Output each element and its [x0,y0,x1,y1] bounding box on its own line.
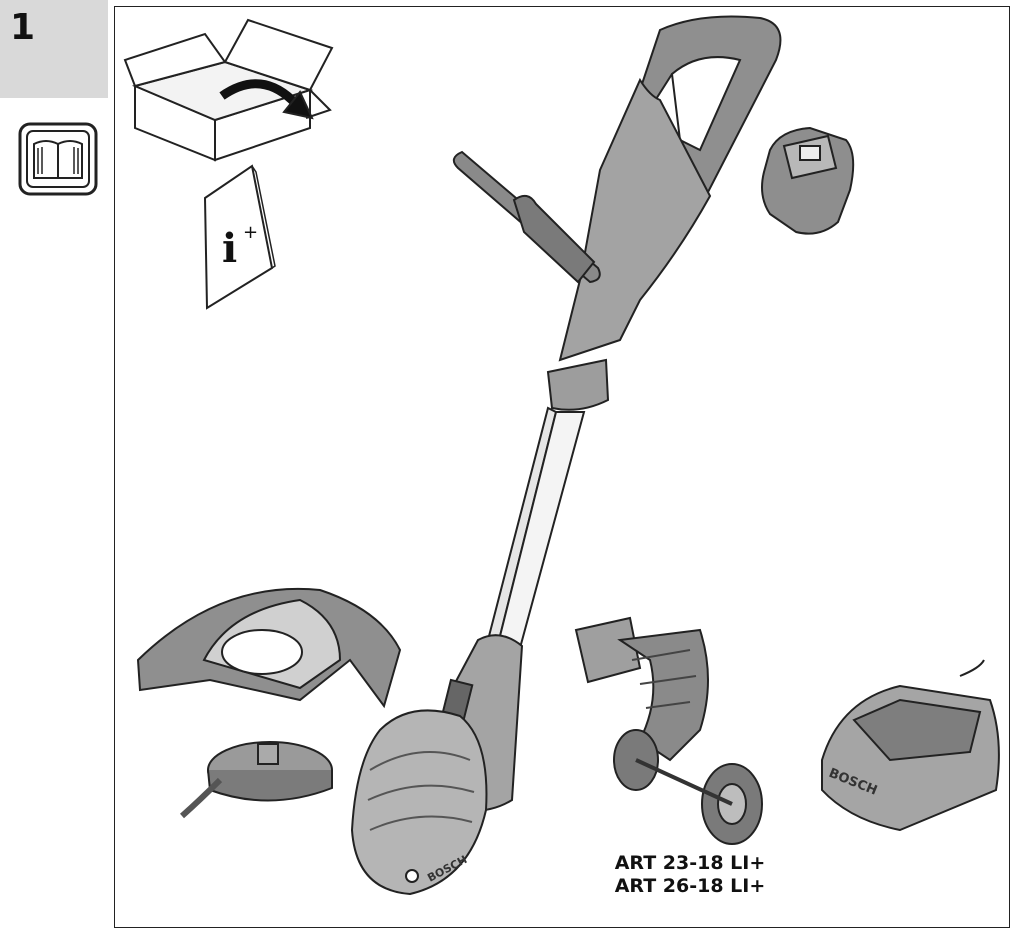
grass-trimmer: BOSCH [350,15,782,896]
model-label-art-26: ART 26-18 LI+ [614,875,766,897]
battery-pack [761,126,855,235]
info-leaflet-icon: i + [203,164,276,310]
unpack-box-icon [123,18,334,162]
illustration-frame [114,6,1010,928]
model-label-art-23: ART 23-18 LI+ [614,852,766,874]
info-plus: + [243,222,258,243]
wheel-attachment [574,616,763,845]
step-number: 1 [10,7,36,48]
step-number-panel: 1 [0,0,108,98]
model-labels: ART 23-18 LI+ ART 26-18 LI+ [590,852,790,898]
protective-guard [136,587,402,709]
line-spool [180,741,333,819]
read-manual-icon [18,122,98,196]
info-symbol: i [222,225,237,272]
battery-charger: BOSCH [821,659,1000,832]
